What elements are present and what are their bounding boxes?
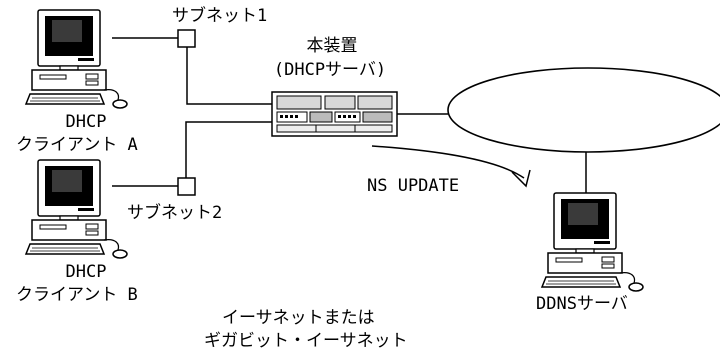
network-type-line2: ギガビット・イーサネット — [204, 331, 408, 351]
subnet1-hub — [177, 29, 196, 48]
network-type-line1: イーサネットまたは — [222, 308, 375, 328]
subnet2-label: サブネット2 — [127, 203, 223, 223]
ns-update-arrow — [371, 145, 531, 188]
client-b-label-line2: クライアント B — [16, 285, 138, 305]
device-role-label: (DHCPサーバ) — [273, 60, 387, 80]
client-a-label-line2: クライアント A — [16, 135, 138, 155]
connection-lines — [112, 37, 587, 193]
client-a-label-line1: DHCP — [65, 112, 107, 132]
subnet1-label: サブネット1 — [172, 6, 268, 26]
client-a-computer — [25, 9, 128, 109]
ddns-server-label: DDNSサーバ — [536, 294, 628, 314]
ethernet-network-cloud — [447, 67, 720, 153]
dhcp-server-device — [271, 91, 398, 137]
ns-update-label: NS UPDATE — [367, 176, 460, 196]
device-name-label: 本装置 — [306, 36, 358, 56]
ddns-server-computer — [541, 192, 644, 292]
client-b-computer — [25, 159, 128, 259]
client-b-label-line1: DHCP — [65, 262, 107, 282]
subnet2-hub — [177, 177, 196, 196]
